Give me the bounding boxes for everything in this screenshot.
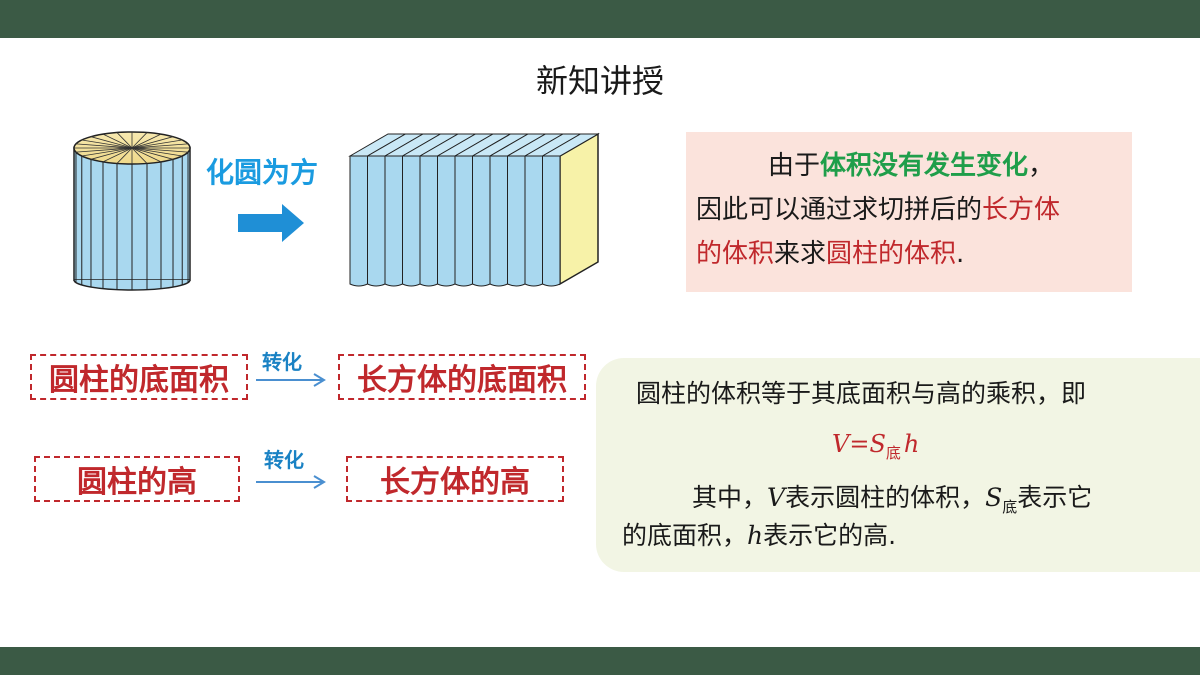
bottom-bar xyxy=(0,647,1200,675)
cylinder-base-area-box: 圆柱的底面积 xyxy=(30,354,248,400)
cylinder-height-box: 圆柱的高 xyxy=(34,456,240,502)
convert-arrow-icon xyxy=(256,373,326,387)
cylinder-icon xyxy=(73,131,191,291)
right-arrow-icon xyxy=(238,204,304,242)
volume-explanation-box: 由于体积没有发生变化， 因此可以通过求切拼后的长方体 的体积来求圆柱的体积. xyxy=(686,132,1132,292)
convert-label-2: 转化 xyxy=(264,448,304,472)
formula-statement: 圆柱的体积等于其底面积与高的乘积，即 xyxy=(636,379,1087,408)
convert-arrow-icon xyxy=(256,475,326,489)
convert-label-1: 转化 xyxy=(262,350,302,374)
cylinder-to-cuboid-illustration: 化圆为方 xyxy=(73,131,600,291)
cuboid-height-box: 长方体的高 xyxy=(346,456,564,502)
formula-explanation-line-2: 的底面积，h表示它的高. xyxy=(622,521,897,550)
cuboid-base-area-box: 长方体的底面积 xyxy=(338,354,586,400)
page-title: 新知讲授 xyxy=(535,62,664,100)
cuboid-icon xyxy=(348,132,600,287)
transform-label: 化圆为方 xyxy=(206,156,318,188)
formula-explanation-line-1: 其中，V表示圆柱的体积，S底表示它 xyxy=(692,483,1093,516)
top-bar xyxy=(0,0,1200,38)
